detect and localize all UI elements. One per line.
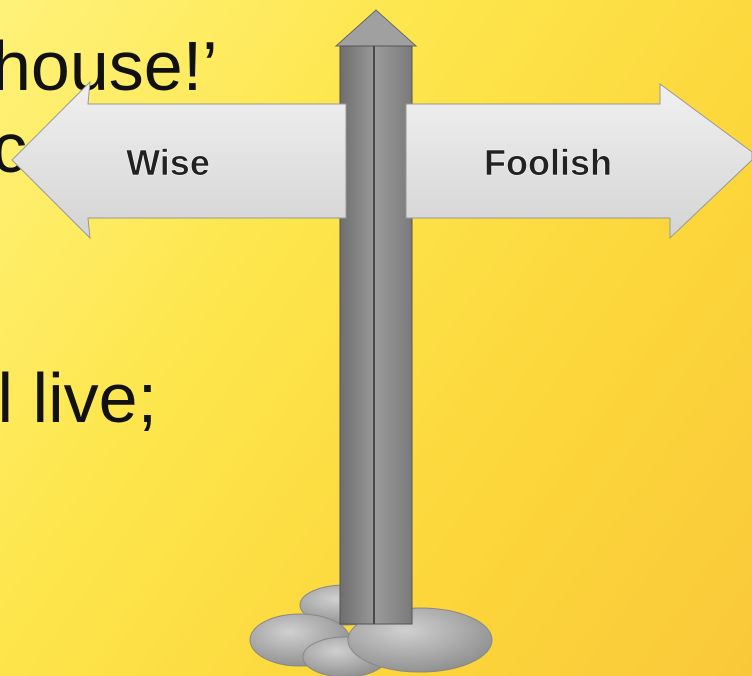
pole-cap: [336, 10, 416, 46]
pole-body: [340, 46, 412, 624]
wise-label: Wise: [126, 142, 210, 183]
foolish-arrow: Foolish: [406, 84, 752, 238]
signpost-pole: [336, 10, 416, 624]
foolish-label: Foolish: [484, 142, 612, 183]
wise-arrow: Wise: [12, 82, 346, 238]
